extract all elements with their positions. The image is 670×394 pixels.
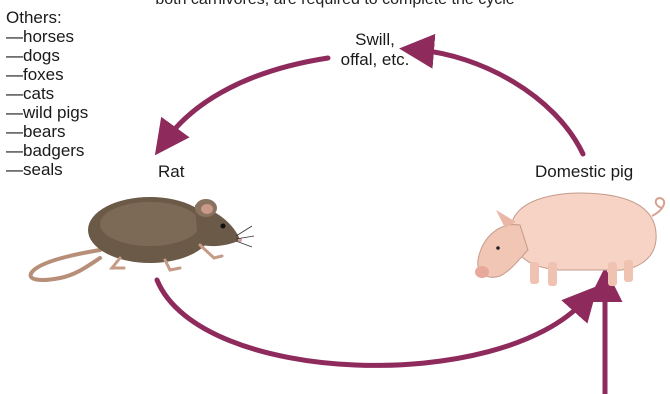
rat-illustration: [31, 197, 254, 280]
arrow-swill-to-rat: [166, 58, 328, 140]
arrow-rat-to-pig: [157, 280, 585, 365]
pig-illustration: [475, 193, 664, 286]
arrow-pig-to-swill: [418, 50, 583, 154]
